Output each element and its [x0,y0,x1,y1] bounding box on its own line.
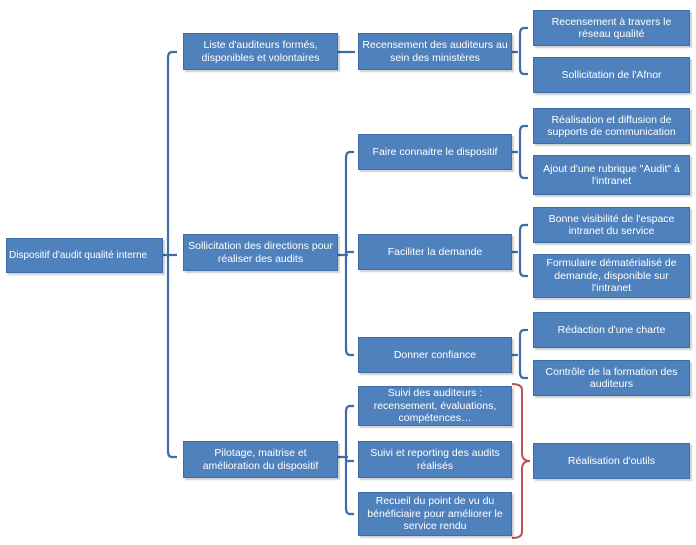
node-label: Liste d'auditeurs formés, disponibles et… [201,39,320,64]
node-label: Réalisation d'outils [567,454,656,467]
node-supports-communication: Réalisation et diffusion de supports de … [533,108,690,144]
node-label: Ajout d'une rubrique "Audit" à l'intrane… [543,162,680,187]
node-formulaire-demande: Formulaire dématérialisé de demande, dis… [533,254,690,298]
node-donner-confiance: Donner confiance [358,337,512,373]
root-node-label: Dispositif d'audit qualité interne [9,249,148,261]
node-recueil-beneficiaire: Recueil du point de vu du bénéficiaire p… [358,492,512,536]
node-label: Formulaire dématérialisé de demande, dis… [546,257,677,295]
node-pilotage: Pilotage, maitrise et amélioration du di… [183,441,338,478]
node-suivi-reporting: Suivi et reporting des audits réalisés [358,441,512,478]
node-suivi-auditeurs: Suivi des auditeurs : recensement, évalu… [358,386,512,426]
node-label: Sollicitation de l'Afnor [561,68,662,81]
node-label: Sollicitation des directions pour réalis… [188,240,333,265]
connector-sollicitation-to-level2 [338,150,354,357]
connector-faciliter-to-level3 [512,223,528,278]
node-sollicitation-directions: Sollicitation des directions pour réalis… [183,234,338,271]
node-label: Contrôle de la formation des auditeurs [545,365,678,390]
node-visibilite-intranet: Bonne visibilité de l'espace intranet du… [533,207,690,243]
node-label: Suivi des auditeurs : recensement, évalu… [373,387,497,425]
highlight-bracket [511,383,531,539]
connector-pilotage-to-level2 [338,404,354,516]
node-label: Donner confiance [393,348,477,361]
connector-recensement-to-level3 [512,26,528,76]
node-recensement-reseau: Recensement à travers le réseau qualité [533,10,690,46]
connector-faire-connaitre-to-level3 [512,124,528,180]
node-controle-formation: Contrôle de la formation des auditeurs [533,360,690,396]
node-liste-auditeurs: Liste d'auditeurs formés, disponibles et… [183,33,338,70]
connector-root-to-level1 [163,50,177,459]
node-redaction-charte: Rédaction d'une charte [533,312,690,348]
node-faciliter-demande: Faciliter la demande [358,234,512,270]
node-label: Suivi et reporting des audits réalisés [370,447,500,472]
node-recensement-ministeres: Recensement des auditeurs au sein des mi… [358,33,512,70]
node-label: Faire connaitre le dispositif [372,145,498,158]
node-label: Rédaction d'une charte [557,323,666,336]
connector-donner-confiance-to-level3 [512,328,528,380]
node-label: Recueil du point de vu du bénéficiaire p… [367,495,503,533]
node-label: Réalisation et diffusion de supports de … [547,113,676,138]
node-realisation-outils: Réalisation d'outils [533,443,690,479]
node-label: Recensement à travers le réseau qualité [551,15,672,40]
node-label: Pilotage, maitrise et amélioration du di… [202,447,319,472]
node-label: Recensement des auditeurs au sein des mi… [362,39,508,64]
root-node: Dispositif d'audit qualité interne [6,238,163,273]
node-label: Faciliter la demande [387,245,483,258]
node-label: Bonne visibilité de l'espace intranet du… [548,212,675,237]
node-sollicitation-afnor: Sollicitation de l'Afnor [533,57,690,93]
node-faire-connaitre: Faire connaitre le dispositif [358,134,512,170]
node-rubrique-audit: Ajout d'une rubrique "Audit" à l'intrane… [533,155,690,195]
